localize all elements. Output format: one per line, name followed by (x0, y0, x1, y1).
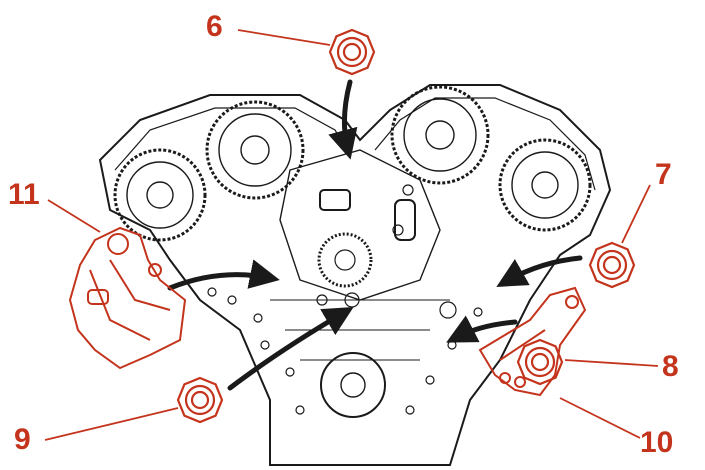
nut-icon (176, 376, 224, 424)
leader-lines (44, 29, 659, 441)
engine-block (98, 84, 612, 466)
bracket-icon (478, 286, 587, 397)
callout-10: 10 (640, 426, 674, 459)
callout-11: 11 (8, 178, 40, 211)
cam-sprocket-right-lower (498, 138, 592, 232)
pointer-arrows (167, 79, 583, 391)
nut-icon (516, 338, 564, 386)
nut-icon (588, 241, 636, 289)
callout-8: 8 (662, 350, 679, 383)
callout-6: 6 (206, 10, 223, 43)
callout-9: 9 (14, 423, 31, 456)
tensioner-icon (68, 226, 187, 370)
crank-pulley (320, 352, 386, 418)
nut-icon (328, 28, 376, 76)
idler-gear (317, 232, 373, 288)
cam-sprocket-right-upper (390, 85, 490, 185)
callout-7: 7 (655, 158, 672, 191)
cam-sprocket-left-lower (113, 148, 207, 242)
cam-sprocket-left-upper (205, 100, 305, 200)
